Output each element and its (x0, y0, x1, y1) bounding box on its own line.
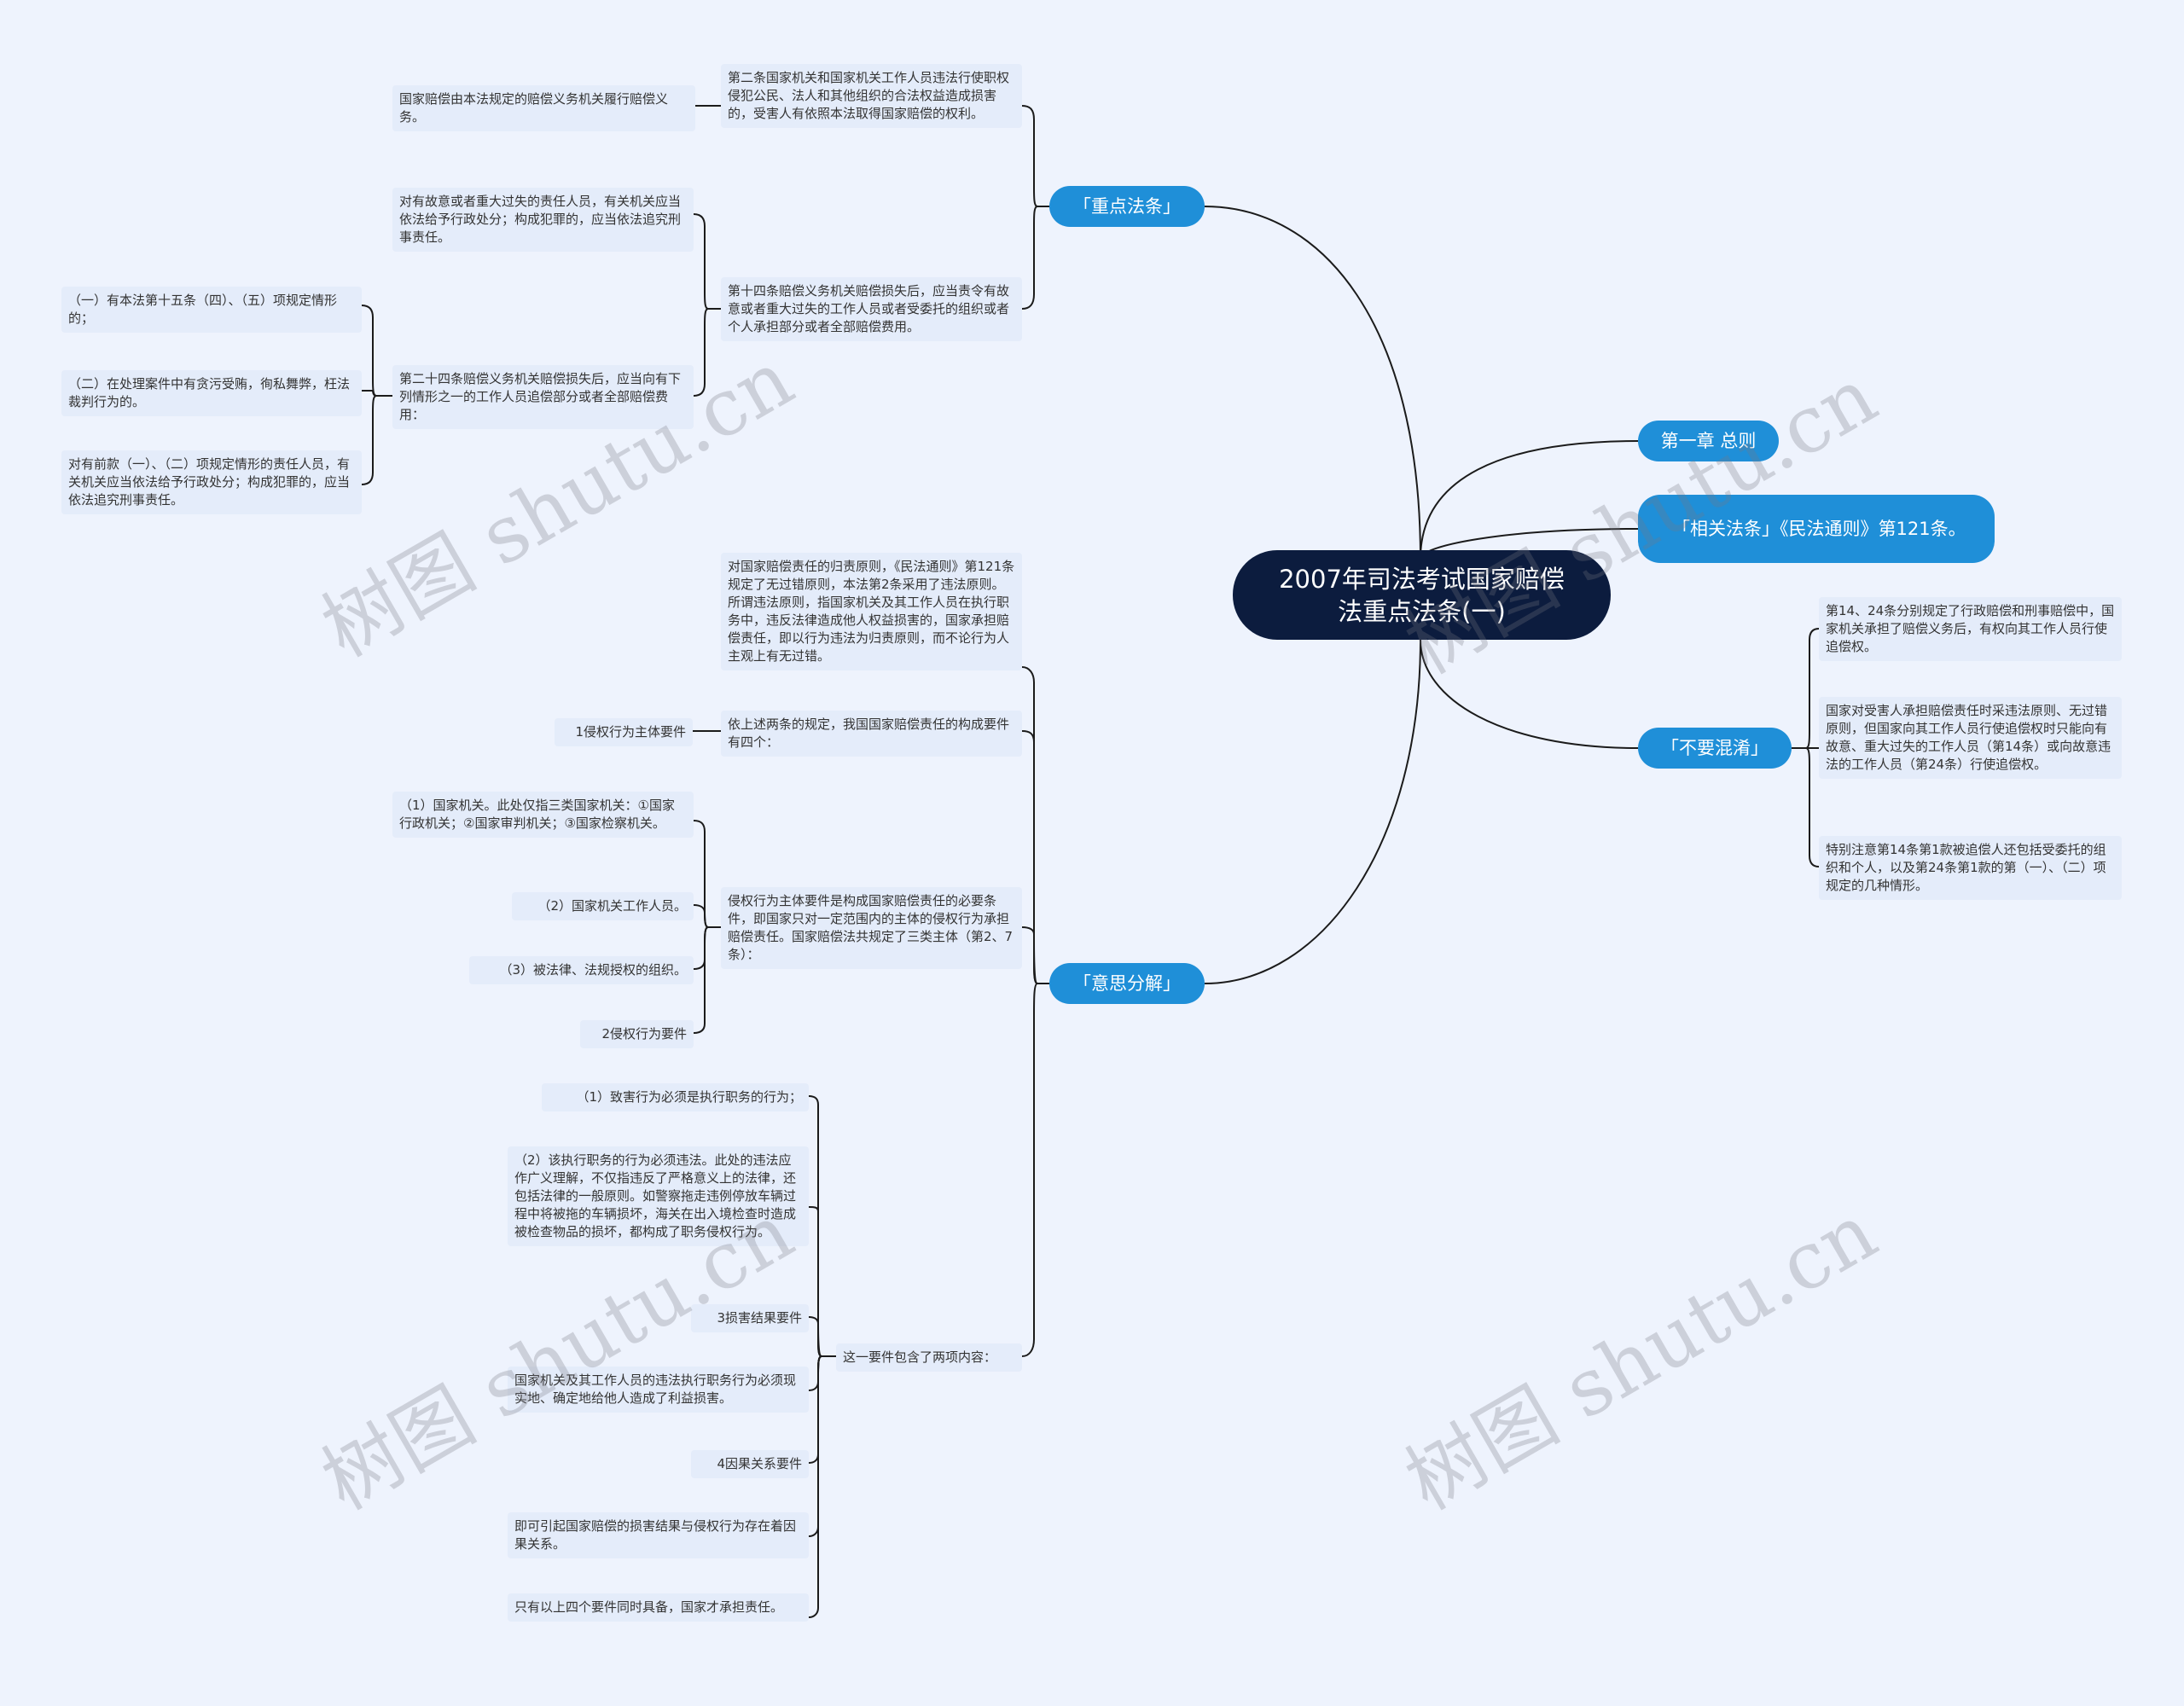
leaf-article-24-a[interactable]: （一）有本法第十五条（四）、（五）项规定情形的； (61, 287, 362, 333)
leaf-causation-element[interactable]: 4因果关系要件 (691, 1450, 809, 1478)
leaf-meaning-four-elements[interactable]: 依上述两条的规定，我国国家赔偿责任的构成要件有四个： (721, 711, 1022, 757)
leaf-no-confuse-2[interactable]: 国家对受害人承担赔偿责任时采违法原则、无过错原则，但国家向其工作人员行使追偿权时… (1819, 697, 2122, 779)
leaf-article-2-sub[interactable]: 国家赔偿由本法规定的赔偿义务机关履行赔偿义务。 (392, 85, 695, 131)
leaf-subject-staff[interactable]: （2）国家机关工作人员。 (512, 892, 694, 920)
leaf-subject-element-detail[interactable]: 侵权行为主体要件是构成国家赔偿责任的必要条件，即国家只对一定范围内的主体的侵权行… (721, 887, 1022, 969)
leaf-article-14-sub[interactable]: 对有故意或者重大过失的责任人员，有关机关应当依法给予行政处分；构成犯罪的，应当依… (392, 188, 694, 252)
leaf-official-duty-act[interactable]: （1）致害行为必须是执行职务的行为； (542, 1083, 809, 1111)
leaf-article-2[interactable]: 第二条国家机关和国家机关工作人员违法行使职权侵犯公民、法人和其他组织的合法权益造… (721, 64, 1022, 128)
leaf-damage-element[interactable]: 3损害结果要件 (691, 1304, 809, 1332)
leaf-meaning-principle[interactable]: 对国家赔偿责任的归责原则，《民法通则》第121条规定了无过错原则，本法第2条采用… (721, 553, 1022, 670)
leaf-two-contents[interactable]: 这一要件包含了两项内容： (836, 1343, 1022, 1372)
leaf-all-four-required[interactable]: 只有以上四个要件同时具备，国家才承担责任。 (508, 1593, 809, 1622)
leaf-article-24-c[interactable]: 对有前款（一）、（二）项规定情形的责任人员，有关机关应当依法给予行政处分；构成犯… (61, 450, 362, 514)
branch-chapter-one[interactable]: 第一章 总则 (1638, 421, 1779, 461)
leaf-article-24[interactable]: 第二十四条赔偿义务机关赔偿损失后，应当向有下列情形之一的工作人员追偿部分或者全部… (392, 365, 694, 429)
leaf-subject-element[interactable]: 1侵权行为主体要件 (555, 718, 693, 746)
root-topic[interactable]: 2007年司法考试国家赔偿法重点法条(一) (1233, 550, 1611, 640)
leaf-no-confuse-1[interactable]: 第14、24条分别规定了行政赔偿和刑事赔偿中，国家机关承担了赔偿义务后，有权向其… (1819, 597, 2122, 661)
branch-related-articles[interactable]: 「相关法条」《民法通则》第121条。 (1638, 495, 1995, 563)
leaf-subject-state-organs[interactable]: （1）国家机关。此处仅指三类国家机关：①国家行政机关；②国家审判机关；③国家检察… (392, 792, 694, 838)
branch-no-confuse[interactable]: 「不要混淆」 (1638, 728, 1792, 769)
leaf-subject-authorized-orgs[interactable]: （3）被法律、法规授权的组织。 (469, 956, 694, 984)
branch-meaning[interactable]: 「意思分解」 (1049, 963, 1205, 1004)
leaf-illegal-duty-act[interactable]: （2）该执行职务的行为必须违法。此处的违法应作广义理解，不仅指违反了严格意义上的… (508, 1146, 809, 1246)
leaf-article-24-b[interactable]: （二）在处理案件中有贪污受贿，徇私舞弊，枉法裁判行为的。 (61, 370, 362, 416)
branch-key-articles[interactable]: 「重点法条」 (1049, 186, 1205, 227)
leaf-no-confuse-3[interactable]: 特别注意第14条第1款被追偿人还包括受委托的组织和个人，以及第24条第1款的第（… (1819, 836, 2122, 900)
leaf-causation-detail[interactable]: 即可引起国家赔偿的损害结果与侵权行为存在着因果关系。 (508, 1512, 809, 1558)
leaf-tort-element[interactable]: 2侵权行为要件 (580, 1020, 694, 1048)
leaf-damage-detail[interactable]: 国家机关及其工作人员的违法执行职务行为必须现实地、确定地给他人造成了利益损害。 (508, 1367, 809, 1413)
leaf-article-14[interactable]: 第十四条赔偿义务机关赔偿损失后，应当责令有故意或者重大过失的工作人员或者受委托的… (721, 277, 1022, 341)
